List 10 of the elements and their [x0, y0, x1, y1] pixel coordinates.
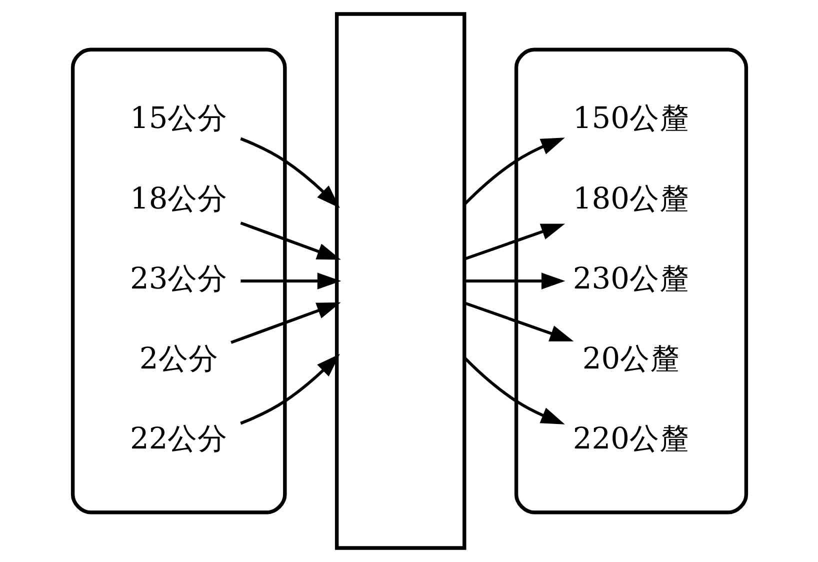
node-text: 2公分: [138, 340, 218, 376]
node-text: 22公分: [129, 420, 228, 456]
node-text: 18公分: [129, 180, 228, 216]
node-text: 220公釐: [572, 420, 690, 456]
node-text: 180公釐: [572, 180, 690, 216]
node-text: 230公釐: [572, 260, 690, 296]
node-text: 150公釐: [572, 100, 690, 136]
node-text: 15公分: [129, 100, 228, 136]
node-text: 20公釐: [582, 340, 680, 376]
node-text: 23公分: [129, 260, 228, 296]
